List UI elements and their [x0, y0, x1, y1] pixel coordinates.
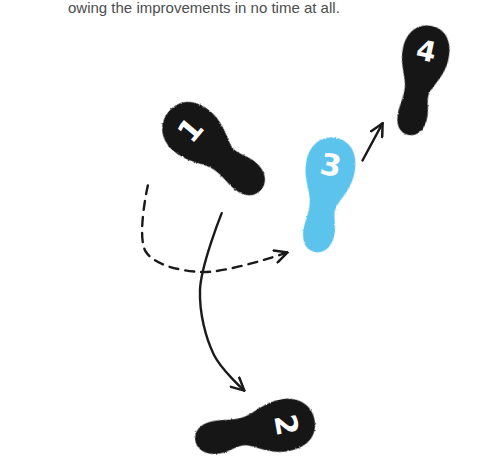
footprint: 1	[148, 87, 282, 213]
sole-outline	[151, 90, 278, 209]
sole-outline	[386, 21, 455, 140]
step-arrow	[142, 185, 287, 272]
footprint: 2	[188, 391, 321, 470]
step-arrow	[200, 213, 244, 390]
footprint: 4	[383, 18, 458, 141]
sole-outline	[191, 394, 319, 466]
footprint-shape	[148, 87, 282, 213]
footprint: 3	[287, 131, 362, 259]
sole-outline	[291, 134, 360, 257]
cropped-sentence: owing the improvements in no time at all…	[68, 0, 488, 17]
step-arrow	[363, 123, 383, 160]
